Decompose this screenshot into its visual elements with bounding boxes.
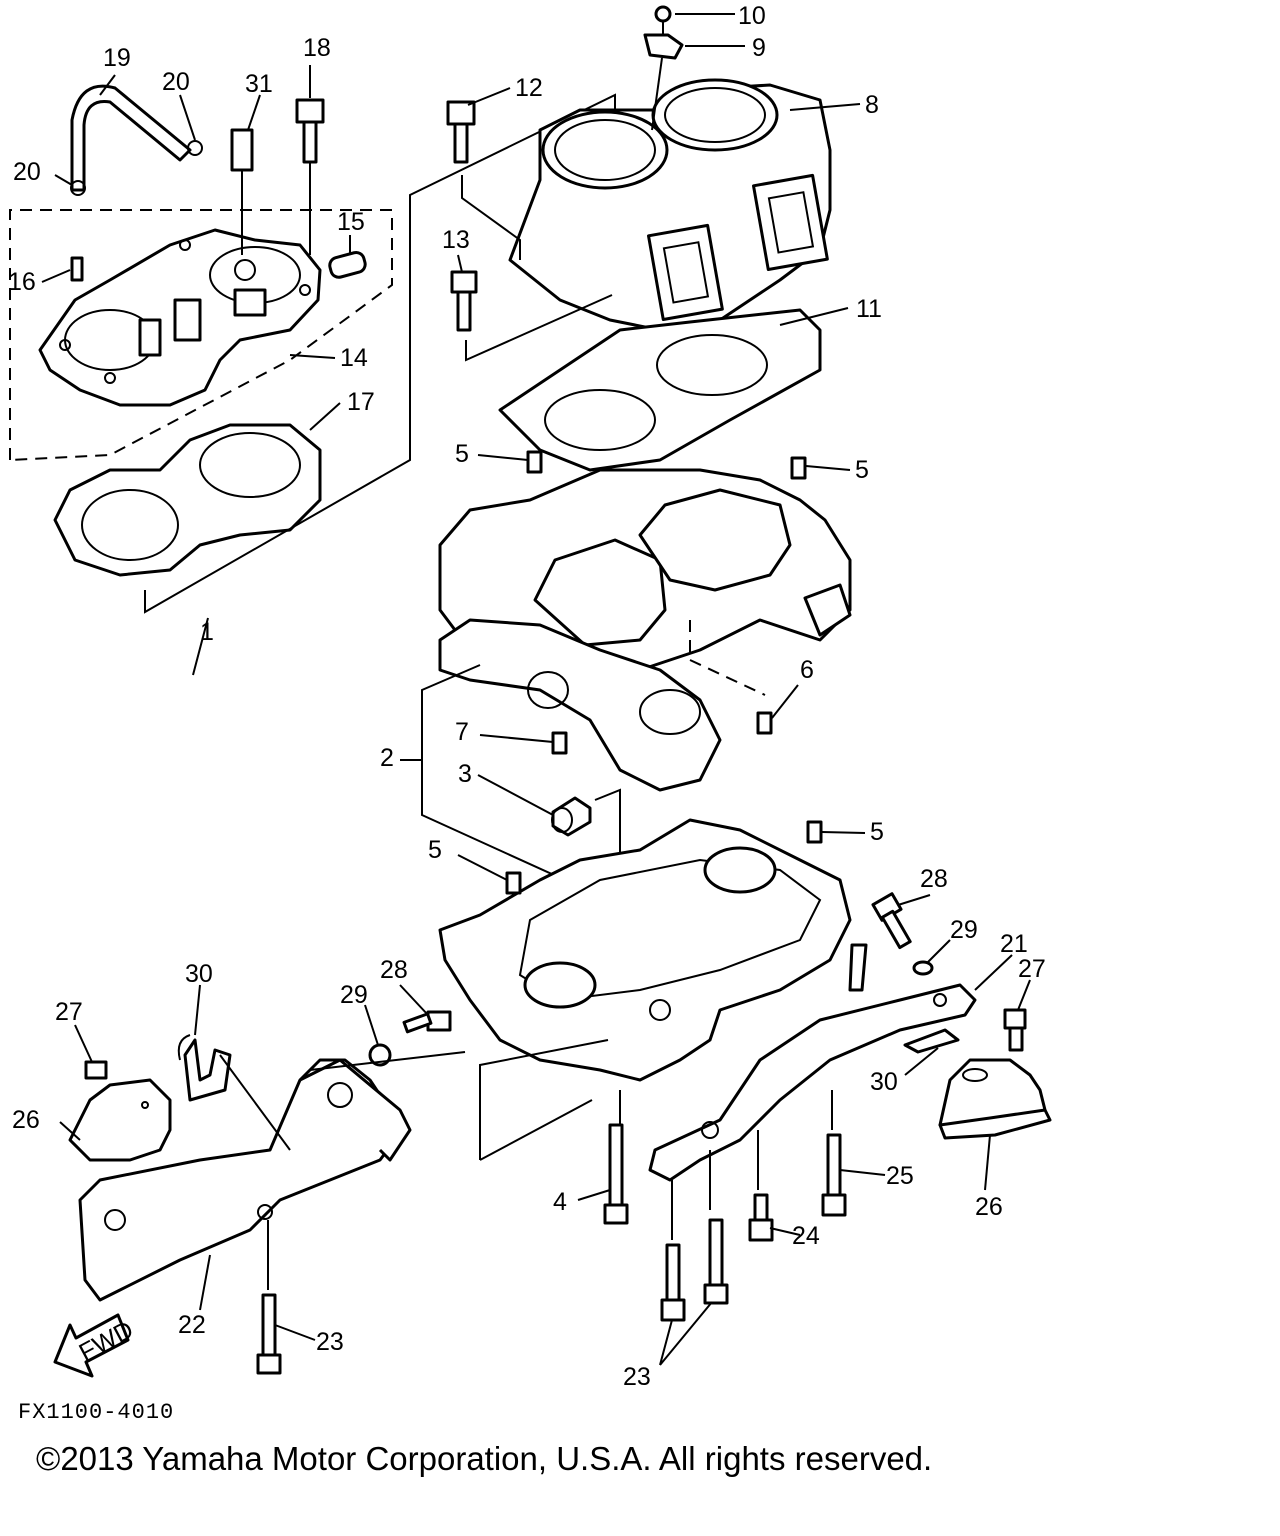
- callout-23: 23: [623, 1363, 651, 1391]
- callout-6: 6: [800, 656, 814, 684]
- callout-22: 22: [178, 1311, 206, 1339]
- bracket-1: [144, 93, 616, 614]
- callout-labels: 10 9 19 18 20 31 12 8 20 15 13 16 11 14 …: [8, 2, 1046, 1391]
- small-screw: [654, 5, 672, 23]
- upper-crankcase: [438, 468, 852, 792]
- callout-31: 31: [245, 70, 273, 98]
- callout-8: 8: [865, 91, 879, 119]
- dowel-pin: [526, 450, 543, 474]
- callout-3: 3: [458, 760, 472, 788]
- damper: [183, 1038, 232, 1102]
- mount-stud-bolt: [748, 1193, 774, 1242]
- rubber-mount: [68, 1078, 172, 1162]
- cylinder-head-group: [9, 84, 393, 462]
- thermo-sensor: [230, 128, 254, 255]
- callout-10: 10: [738, 2, 766, 30]
- callout-26: 26: [975, 1193, 1003, 1221]
- mount-stud-bolt: [256, 1293, 282, 1375]
- callout-17: 17: [347, 388, 375, 416]
- callout-15: 15: [337, 208, 365, 236]
- callout-20: 20: [13, 158, 41, 186]
- callout-30: 30: [185, 960, 213, 988]
- cylinder-bolt: [450, 270, 478, 332]
- bearing: [551, 796, 592, 837]
- callout-28: 28: [380, 956, 408, 984]
- callout-24: 24: [792, 1222, 820, 1250]
- mount-stud-bolt: [703, 1218, 729, 1305]
- callout-21: 21: [1000, 930, 1028, 958]
- callout-9: 9: [752, 34, 766, 62]
- callout-12: 12: [515, 74, 543, 102]
- dowel-pin: [505, 871, 522, 895]
- callout-26: 26: [12, 1106, 40, 1134]
- lower-crankcase: [438, 818, 868, 1082]
- callout-18: 18: [303, 34, 331, 62]
- hose-clip: [187, 140, 203, 156]
- callout-16: 16: [8, 268, 36, 296]
- callout-25: 25: [886, 1162, 914, 1190]
- damper: [903, 1028, 960, 1054]
- cylinder-bolt: [446, 100, 476, 164]
- washer: [912, 960, 934, 976]
- callout-5: 5: [428, 836, 442, 864]
- cylinder-head: [38, 228, 322, 407]
- callout-1: 1: [200, 618, 214, 646]
- callout-13: 13: [442, 226, 470, 254]
- washer: [368, 1043, 392, 1067]
- callout-23: 23: [316, 1328, 344, 1356]
- cylinder-gasket: [498, 308, 822, 472]
- hose-clip: [70, 180, 86, 196]
- cylinder-block: [508, 78, 832, 332]
- mount-bolt: [871, 892, 912, 950]
- hose: [70, 84, 192, 192]
- callout-29: 29: [950, 916, 978, 944]
- diagram-code: FX1100-4010: [18, 1400, 175, 1425]
- mount-stud-bolt: [660, 1243, 686, 1322]
- left-engine-mount: [78, 1058, 412, 1302]
- callout-27: 27: [55, 998, 83, 1026]
- callout-7: 7: [455, 718, 469, 746]
- head-fitting: [328, 250, 367, 279]
- rubber-mount: [938, 1058, 1052, 1140]
- callout-20: 20: [162, 68, 190, 96]
- callout-2: 2: [380, 744, 394, 772]
- callout-5: 5: [870, 818, 884, 846]
- cylinder-bracket: [643, 33, 684, 60]
- callout-28: 28: [920, 865, 948, 893]
- dowel-pin: [70, 256, 84, 282]
- copyright-notice: ©2013 Yamaha Motor Corporation, U.S.A. A…: [36, 1440, 933, 1477]
- callout-27: 27: [1018, 955, 1046, 983]
- callout-5: 5: [455, 440, 469, 468]
- dowel-pin: [756, 711, 773, 735]
- callout-19: 19: [103, 44, 131, 72]
- mount-bolt: [1003, 1008, 1027, 1052]
- callout-30: 30: [870, 1068, 898, 1096]
- right-engine-mount: [648, 983, 977, 1182]
- dowel-pin: [806, 820, 823, 844]
- callout-14: 14: [340, 344, 368, 372]
- mount-bolt: [84, 1060, 108, 1080]
- mount-stud-bolt: [821, 1133, 847, 1217]
- dowel-pin: [551, 731, 568, 755]
- leader-lines: [41, 13, 1031, 1366]
- head-gasket: [53, 423, 322, 577]
- callout-5: 5: [855, 456, 869, 484]
- head-bolt: [295, 98, 325, 255]
- callout-4: 4: [553, 1188, 567, 1216]
- callout-11: 11: [856, 295, 882, 323]
- dowel-pin: [790, 456, 807, 480]
- crankcase-bolt: [603, 1123, 629, 1225]
- fwd-arrow-icon: FWD: [53, 1313, 138, 1378]
- mount-bolt: [402, 1010, 452, 1034]
- callout-29: 29: [340, 981, 368, 1009]
